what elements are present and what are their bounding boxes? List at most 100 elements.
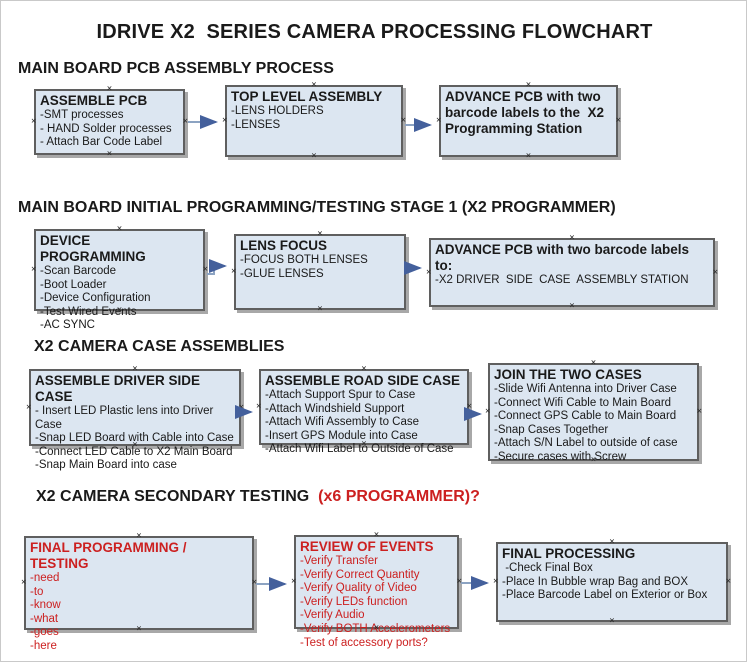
anchor-x-icon: × <box>485 406 491 417</box>
anchor-x-icon: × <box>256 401 262 412</box>
box-item: -Slide Wifi Antenna into Driver Case <box>494 383 677 395</box>
box-item: -Verify Quality of Video <box>300 582 417 595</box>
anchor-x-icon: × <box>26 402 32 412</box>
box-item: -Verify Transfer <box>300 555 378 567</box>
box-review-of-events: REVIEW OF EVENTS -Verify Transfer -Verif… <box>291 531 462 649</box>
box-item: -Snap LED Board with Cable into Case <box>35 432 234 445</box>
box-title: LENS FOCUS <box>240 238 328 253</box>
box-item: -Device Configuration <box>40 292 151 305</box>
box-title: ASSEMBLE DRIVER SIDE CASE <box>35 373 204 404</box>
box-device-programming: DEVICE PROGRAMMING -Scan Barcode -Boot L… <box>31 225 208 332</box>
box-advance-pcb-driver-side: ADVANCE PCB with two barcode labels to: … <box>426 234 718 311</box>
anchor-x-icon: × <box>31 116 37 127</box>
box-item: -LENSES <box>231 118 281 131</box>
anchor-x-icon: × <box>231 266 237 277</box>
anchor-x-icon: × <box>403 266 409 277</box>
box-item: -Secure cases with Screw <box>494 450 627 463</box>
box-item: -Check Final Box <box>502 562 593 574</box>
box-top-level-assembly: TOP LEVEL ASSEMBLY -LENS HOLDERS -LENSES… <box>222 81 406 161</box>
box-item: -Boot Loader <box>40 278 107 291</box>
anchor-x-icon: × <box>615 115 621 126</box>
box-item: -Verify LEDs function <box>300 595 408 608</box>
box-item: -Scan Barcode <box>40 265 117 277</box>
box-item: -need <box>30 572 60 584</box>
box-assemble-pcb: ASSEMBLE PCB -SMT processes - HAND Solde… <box>31 85 188 159</box>
box-item: -Insert GPS Module into Case <box>265 429 418 442</box>
box-lens-focus: LENS FOCUS -FOCUS BOTH LENSES -GLUE LENS… <box>231 230 409 314</box>
section-header-case-assemblies: X2 CAMERA CASE ASSEMBLIES <box>34 338 285 355</box>
section-header-black-part: X2 CAMERA SECONDARY TESTING <box>36 488 314 505</box>
box-item: -Test Wired Events <box>40 305 137 318</box>
anchor-x-icon: × <box>525 151 532 161</box>
anchor-x-icon: × <box>725 576 731 587</box>
box-title: FINAL PROCESSING <box>502 546 636 561</box>
box-item: -Snap Cases Together <box>494 423 609 436</box>
box-item: -GLUE LENSES <box>240 267 324 280</box>
box-final-processing: FINAL PROCESSING -Check Final Box -Place… <box>493 538 731 626</box>
box-item: -to <box>30 585 44 598</box>
anchor-x-icon: × <box>436 115 442 126</box>
box-item: -Verify Audio <box>300 609 365 622</box>
box-item: -Test of accessory ports? <box>300 636 428 649</box>
box-title: REVIEW OF EVENTS <box>300 539 434 554</box>
box-title: TOP LEVEL ASSEMBLY <box>231 89 383 104</box>
box-advance-pcb-programming-station: ADVANCE PCB with two barcode labels to t… <box>436 81 621 161</box>
anchor-x-icon: × <box>238 402 244 412</box>
arrow-device-to-lensfocus <box>207 259 227 275</box>
anchor-x-icon: × <box>202 264 208 275</box>
section-header-initial-programming: MAIN BOARD INITIAL PROGRAMMING/TESTING S… <box>18 199 616 216</box>
box-item: -X2 DRIVER SIDE CASE ASSEMBLY STATION <box>435 274 689 286</box>
anchor-x-icon: × <box>400 115 406 126</box>
box-item: - Insert LED Plastic lens into Driver Ca… <box>35 405 217 431</box>
anchor-x-icon: × <box>21 577 27 588</box>
box-title: FINAL PROGRAMMING / TESTING <box>30 540 191 571</box>
anchor-x-icon: × <box>569 301 575 311</box>
section-header-red-part: (x6 PROGRAMMER)? <box>313 488 480 505</box>
anchor-x-icon: × <box>609 616 615 626</box>
box-item: -Place Barcode Label on Exterior or Box <box>502 589 708 602</box>
box-title: ADVANCE PCB with two barcode labels to t… <box>445 89 608 136</box>
box-item: -Place In Bubble wrap Bag and BOX <box>502 575 689 588</box>
box-item: -know <box>30 599 61 612</box>
box-item: -Connect Wifi Cable to Main Board <box>494 396 672 409</box>
box-item: -Verify BOTH Accelerometers <box>300 622 451 635</box>
box-assemble-road-side-case: ASSEMBLE ROAD SIDE CASE -Attach Support … <box>256 365 472 456</box>
box-item: -Verify Correct Quantity <box>300 568 420 581</box>
box-item: -here <box>30 639 57 652</box>
anchor-x-icon: × <box>311 151 317 161</box>
section-header-pcb-assembly: MAIN BOARD PCB ASSEMBLY PROCESS <box>18 60 334 77</box>
box-title: ASSEMBLE PCB <box>40 93 148 108</box>
anchor-x-icon: × <box>182 116 188 127</box>
anchor-x-icon: × <box>291 576 297 587</box>
box-title: JOIN THE TWO CASES <box>494 367 642 382</box>
box-item: -SMT processes <box>40 109 124 121</box>
box-item: -what <box>30 612 59 625</box>
anchor-x-icon: × <box>456 576 462 587</box>
box-item: -Connect GPS Cable to Main Board <box>494 410 677 423</box>
anchor-x-icon: × <box>106 149 113 159</box>
anchor-x-icon: × <box>426 267 432 277</box>
box-item: -Attach Wifi Assembly to Case <box>265 416 420 429</box>
box-item: -FOCUS BOTH LENSES <box>240 254 368 266</box>
box-item: -Attach S/N Label to outside of case <box>494 437 678 450</box>
box-item: -Attach Wifi Label to Outside of Case <box>265 443 454 456</box>
anchor-x-icon: × <box>31 264 37 275</box>
box-final-programming-testing: FINAL PROGRAMMING / TESTING -need -to -k… <box>21 532 257 652</box>
box-title: ASSEMBLE ROAD SIDE CASE <box>265 373 461 388</box>
box-item: -AC SYNC <box>40 319 95 332</box>
box-item: - Attach Bar Code Label <box>40 136 163 149</box>
box-title: DEVICE PROGRAMMING <box>40 233 146 264</box>
anchor-x-icon: × <box>712 267 718 277</box>
box-item: -Attach Support Spur to Case <box>265 389 416 401</box>
anchor-x-icon: × <box>696 406 702 417</box>
box-item: - HAND Solder processes <box>40 122 172 135</box>
anchor-x-icon: × <box>222 115 228 126</box>
box-join-the-two-cases: JOIN THE TWO CASES -Slide Wifi Antenna i… <box>485 359 702 465</box>
box-item: -goes <box>30 626 59 639</box>
box-assemble-driver-side-case: ASSEMBLE DRIVER SIDE CASE - Insert LED P… <box>26 365 244 472</box>
box-item: -LENS HOLDERS <box>231 105 324 117</box>
anchor-x-icon: × <box>493 576 499 587</box>
page-title: IDRIVE X2 SERIES CAMERA PROCESSING FLOWC… <box>96 21 653 43</box>
box-item: -Attach Windshield Support <box>265 402 405 415</box>
